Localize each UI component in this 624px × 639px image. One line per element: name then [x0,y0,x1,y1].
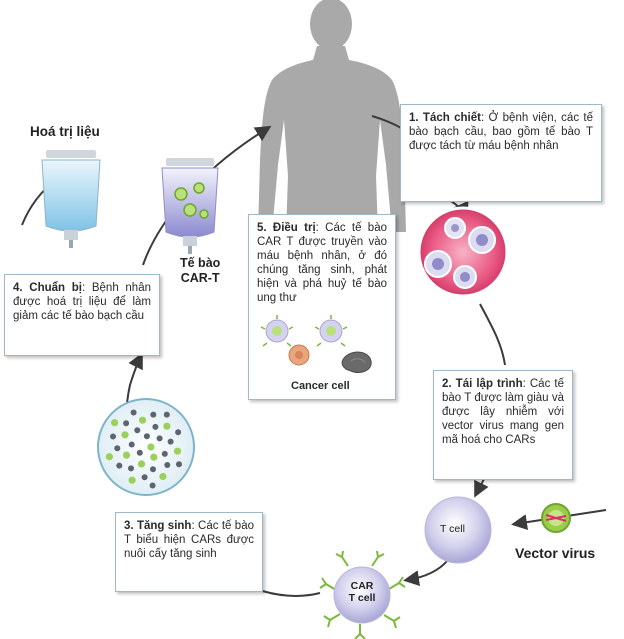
culture-cell [161,450,168,457]
car-t-cell-small-1 [260,315,294,347]
culture-cell [163,411,170,418]
cancer-cell-label: Cancer cell [291,380,350,392]
step-5-paragraph: 5. Điều trị: Các tế bào CAR T được truyề… [257,221,387,313]
culture-cell [143,433,150,440]
culture-cell [176,461,182,468]
culture-cell [130,409,137,416]
culture-cell [173,447,182,455]
step-3-title: 3. Tăng sinh [124,520,192,532]
car-t-cells-label-line2: CAR-T [180,271,220,285]
culture-cell [149,482,156,489]
step-5-text: : Các tế bào CAR T được truyền vào máu b… [257,222,387,304]
culture-cell [137,460,146,468]
car-t-cell [319,550,406,639]
step-1-text: : Ở bệnh viện, các tế bào bạch cầu, bao … [409,112,593,152]
step-2-text: : Các tế bào T được làm giàu và được lây… [442,378,564,446]
chemotherapy-bag [41,150,101,248]
car-t-cells-label-line1: Tế bào [180,256,221,270]
blood-cells-sample [417,206,509,298]
car-t-bag [161,158,219,254]
step-3-box: 3. Tăng sinh: Các tế bào T biểu hiện CAR… [115,512,263,592]
culture-cell [136,449,143,456]
culture-cell [105,453,113,461]
cancer-cell-illustration [260,315,372,374]
step-4-text: : Bệnh nhân được hoá trị liệu để làm giả… [13,282,151,322]
patient-silhouette [258,0,406,232]
vector-virus-label: Vector virus [515,545,596,561]
culture-cell [150,453,158,461]
vector-virus-icon [541,503,571,533]
step-5-title: 5. Điều trị [257,222,316,234]
step-2-box: 2. Tái lập trình: Các tế bào T được làm … [433,370,573,480]
step-5-box: 5. Điều trị: Các tế bào CAR T được truyề… [248,214,396,400]
culture-cell [152,423,159,430]
culture-cell [114,445,121,452]
step-4-title: 4. Chuẩn bị [13,282,82,294]
step-1-box: 1. Tách chiết: Ở bệnh viện, các tế bào b… [400,104,602,202]
culture-cell [123,420,130,427]
culture-cell [167,438,174,445]
culture-cell [159,472,167,481]
culture-cell [147,443,155,451]
culture-cell [111,419,119,427]
culture-cell [138,416,147,424]
orange-cell [288,344,310,366]
step-1-title: 1. Tách chiết [409,112,481,124]
t-cell-label: T cell [440,523,465,535]
t-cell [424,496,492,564]
culture-cell [121,431,129,439]
car-t-cells-label: Tế bào CAR-T [180,256,220,286]
culture-cell [175,429,182,436]
culture-cell [128,465,134,472]
culture-cell [128,441,135,448]
step-3-text: : Các tế bào T biểu hiện CARs được nuôi … [124,520,254,560]
culture-dish [97,398,195,496]
culture-cell [163,422,171,430]
chemotherapy-label: Hoá trị liệu [30,124,100,139]
culture-cell [134,427,141,434]
culture-cell [122,451,131,459]
cancer-cell-shape [341,351,372,374]
car-t-cell-label: CAR T cell [342,580,382,604]
step-2-title: 2. Tái lập trình [442,378,523,390]
culture-cell [128,476,136,484]
culture-cell [156,435,163,442]
step-4-box: 4. Chuẩn bị: Bệnh nhân được hoá trị liệu… [4,274,160,356]
car-t-cell-label-line1: CAR [350,580,374,592]
car-t-cell-label-line2: T cell [348,592,376,604]
culture-cell [164,462,171,468]
culture-cell [116,462,123,469]
car-t-cell-small-2 [314,315,348,347]
culture-cell [110,433,116,440]
culture-cell [150,411,157,418]
culture-cell [150,466,156,473]
culture-cell [141,474,148,481]
